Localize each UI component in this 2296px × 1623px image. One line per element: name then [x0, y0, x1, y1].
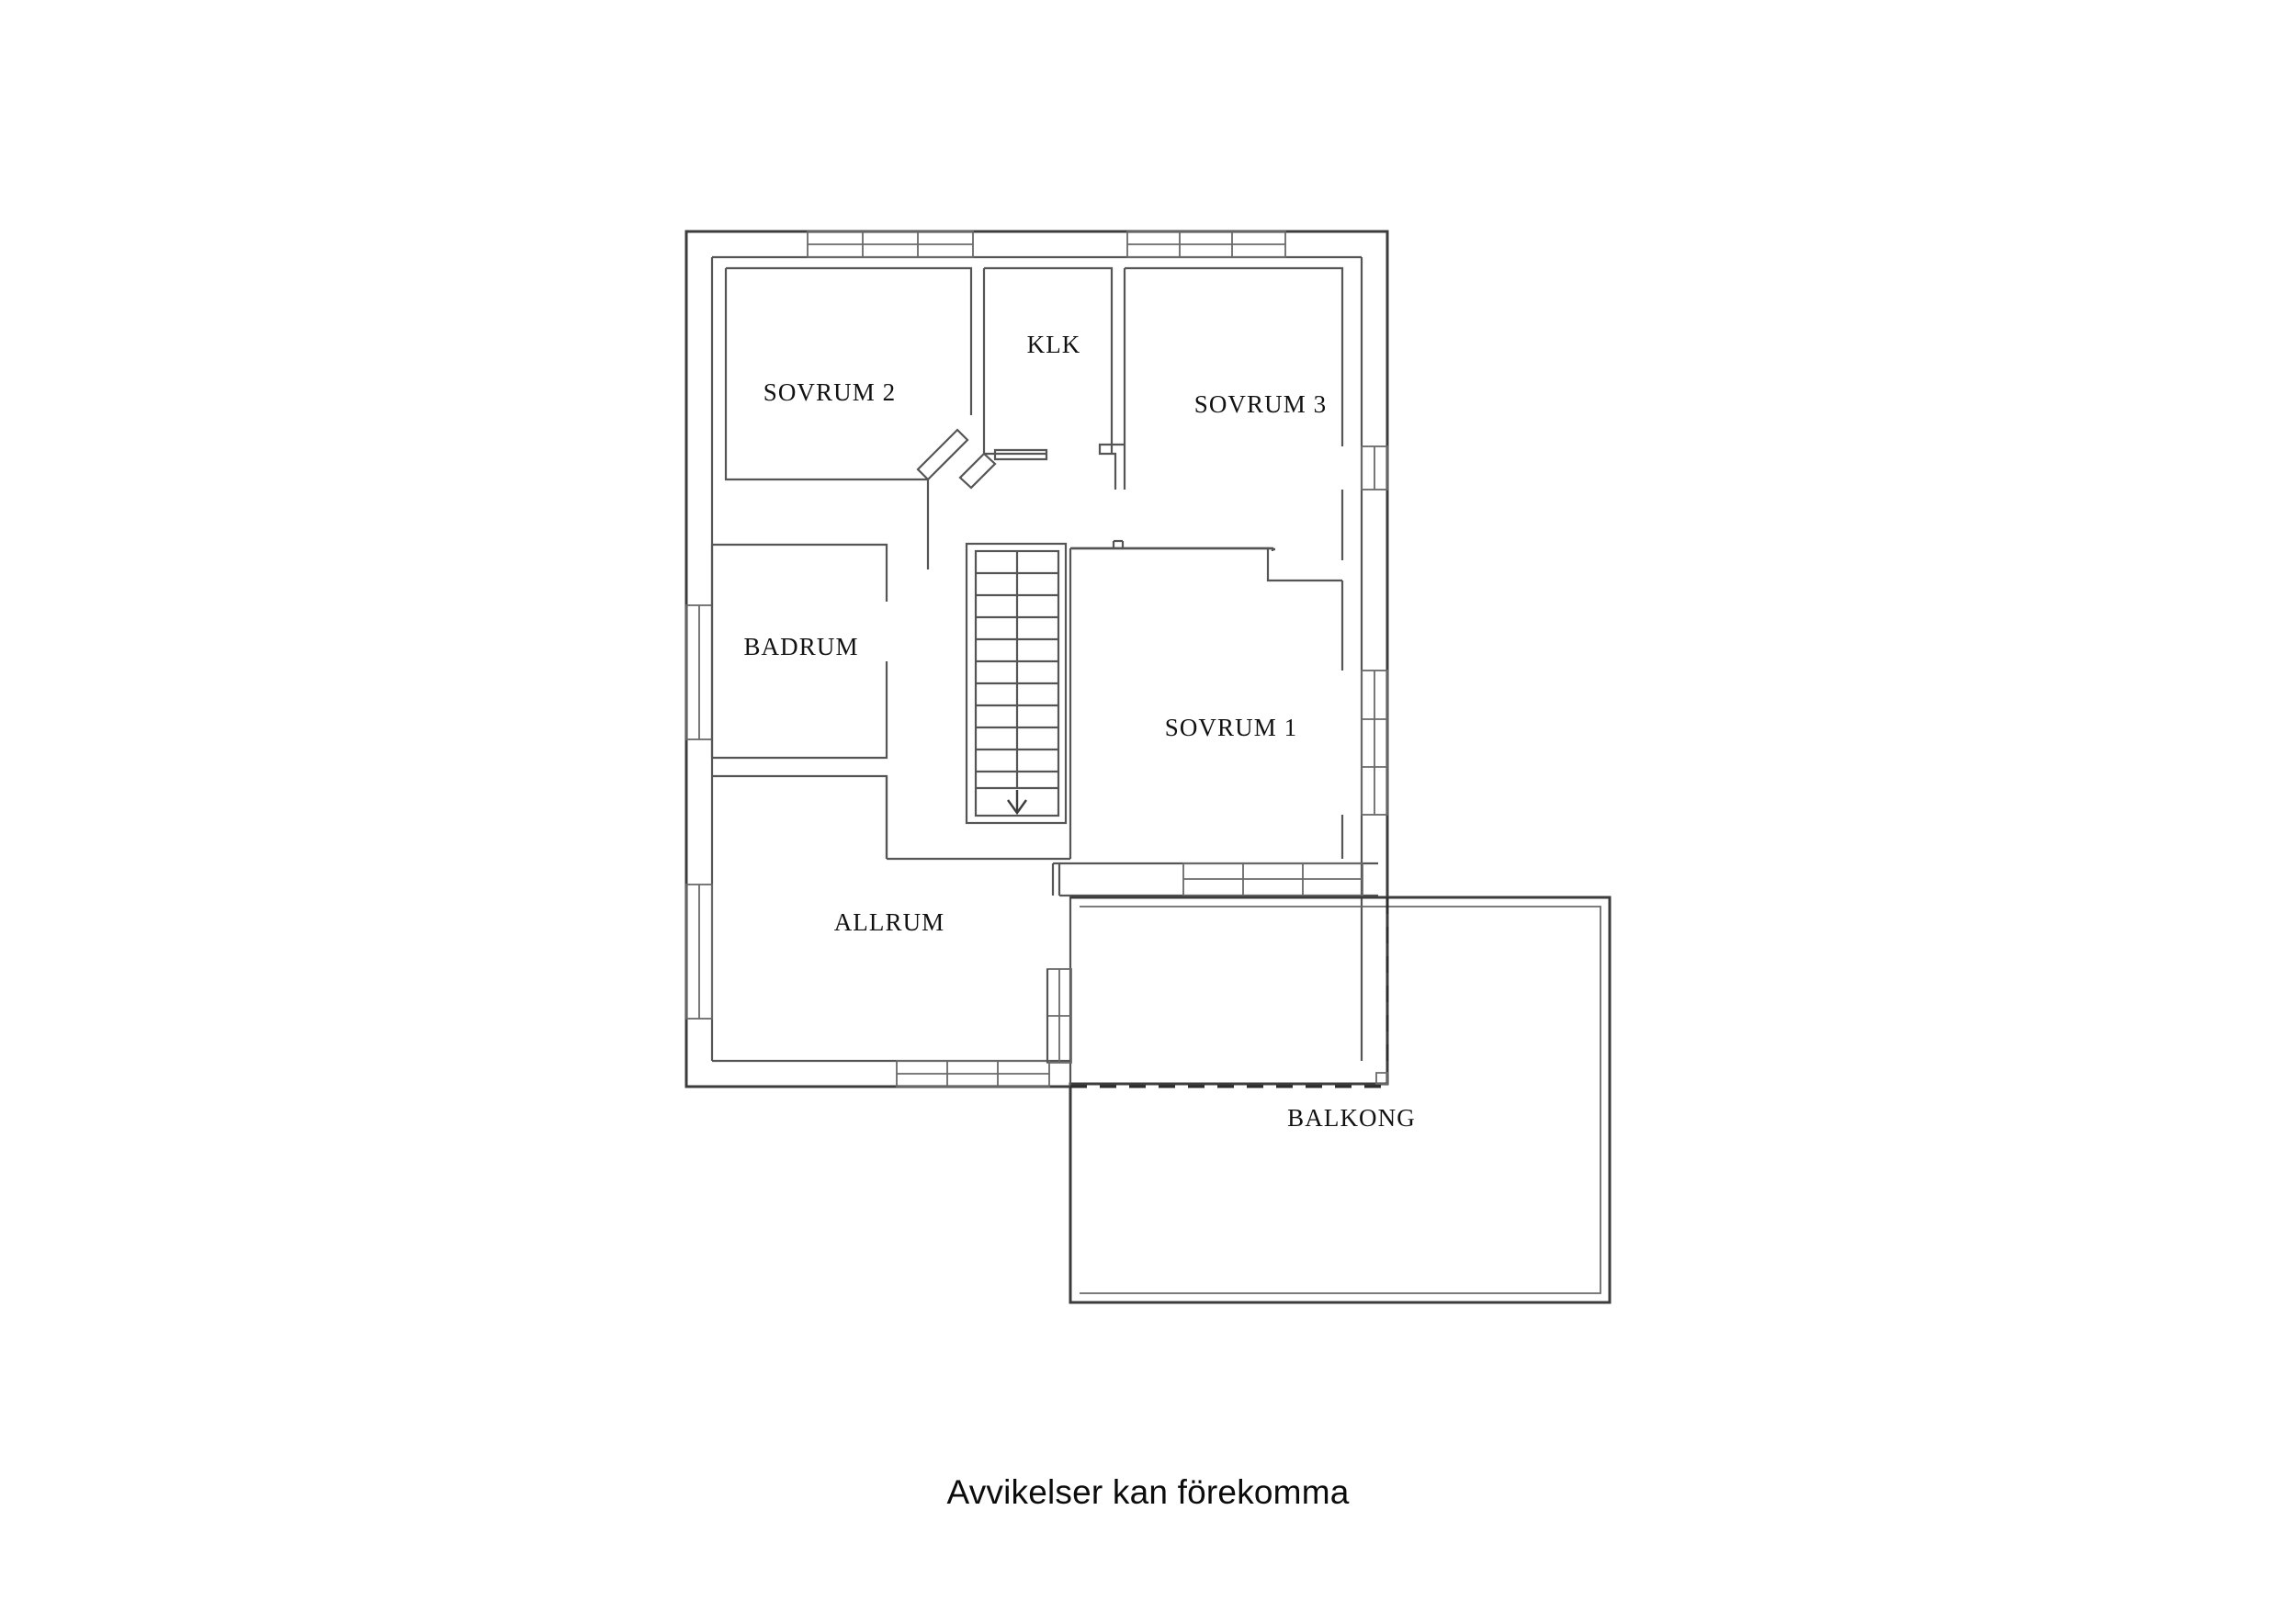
disclaimer-caption: Avvikelser kan förekomma: [0, 1473, 2296, 1512]
window-top-right: [1126, 231, 1286, 258]
window-balcony-door: [1182, 862, 1363, 896]
disclaimer-caption-text: Avvikelser kan förekomma: [946, 1473, 1350, 1511]
room-badrum-walls: [710, 543, 888, 760]
window-right-upper: [1361, 445, 1388, 490]
window-right-lower: [1361, 670, 1388, 816]
room-sovrum1-walls: [1069, 539, 1344, 859]
balcony-outline: [1069, 896, 1612, 1304]
sovrum2-door: [916, 428, 969, 569]
room-sovrum2-walls: [724, 266, 973, 481]
room-label-sovrum2: SOVRUM 2: [763, 378, 897, 406]
sovrum3-door: [1098, 443, 1125, 490]
window-left-upper: [685, 604, 713, 740]
room-sovrum3-walls: [1123, 266, 1344, 560]
klk-door: [958, 448, 1048, 490]
balcony-overlap-dashed: [1070, 897, 1389, 1088]
room-label-sovrum1: SOVRUM 1: [1165, 714, 1298, 741]
stair-direction-arrow: [1007, 790, 1027, 816]
room-allrum-walls: [885, 776, 1070, 861]
window-bottom: [896, 1060, 1050, 1088]
room-labels: SOVRUM 2 KLK SOVRUM 3 BADRUM SOVRUM 1 AL…: [743, 331, 1416, 1132]
room-klk-walls: [982, 266, 1114, 456]
room-label-allrum: ALLRUM: [834, 908, 945, 936]
staircase: [965, 542, 1068, 825]
room-label-klk: KLK: [1027, 331, 1081, 358]
building-outer-wall: [684, 230, 1389, 1088]
window-allrum-east: [1046, 968, 1072, 1064]
window-left-lower: [685, 884, 713, 1020]
room-label-badrum: BADRUM: [743, 633, 858, 660]
window-top-left: [807, 231, 974, 258]
room-label-balkong: BALKONG: [1287, 1104, 1416, 1132]
badrum-allrum-divider: [712, 774, 888, 859]
room-label-sovrum3: SOVRUM 3: [1194, 390, 1328, 418]
